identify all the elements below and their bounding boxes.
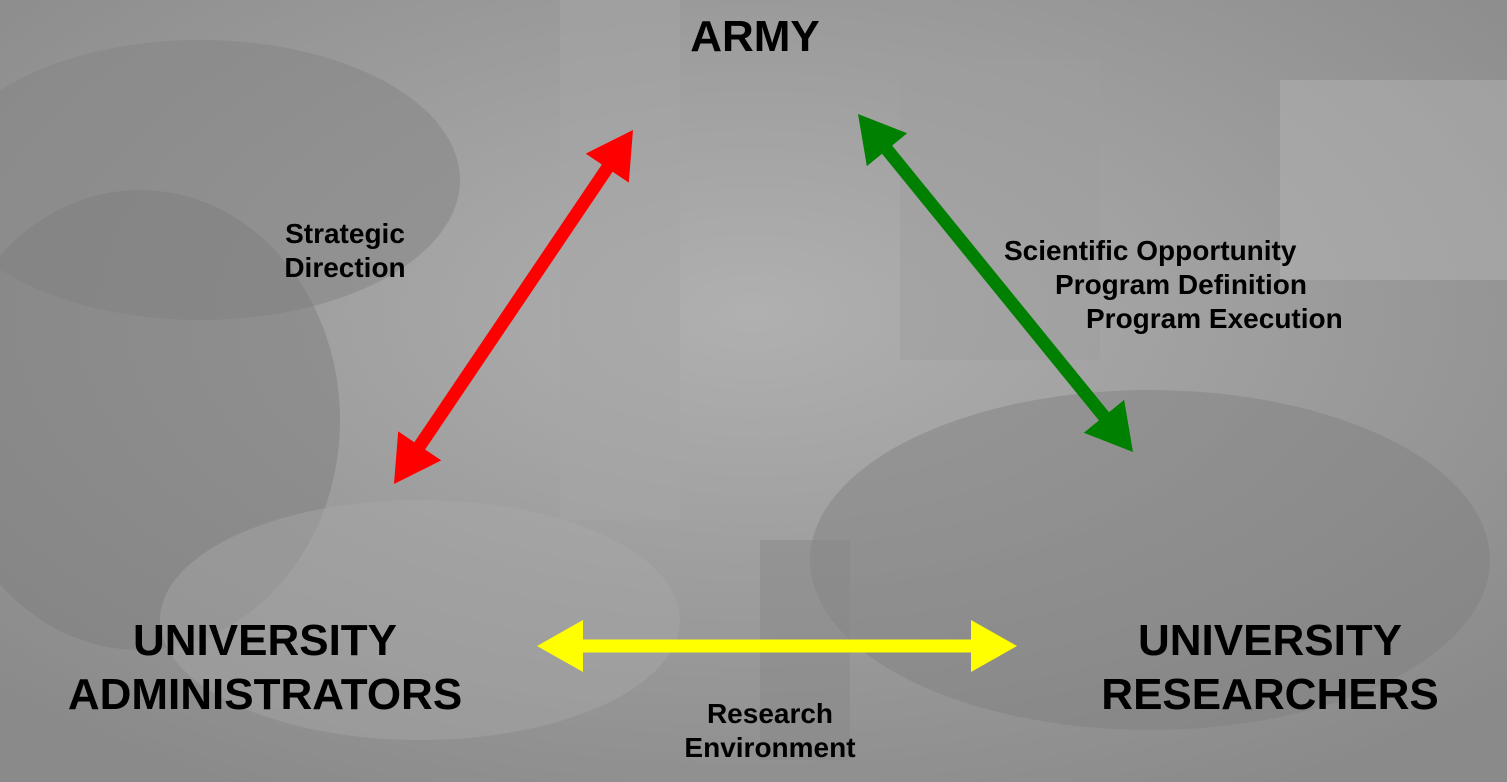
researchers-line-2: RESEARCHERS xyxy=(1101,669,1439,719)
university-researchers-node: UNIVERSITY RESEARCHERS xyxy=(1040,614,1500,721)
scientific-line-3: Program Execution xyxy=(1086,303,1343,335)
strategic-line-2: Direction xyxy=(284,252,406,284)
researchers-line-1: UNIVERSITY xyxy=(1137,616,1403,665)
scientific-line-2: Program Definition xyxy=(1055,269,1308,301)
strategic-direction-arrow-shaft xyxy=(409,156,618,458)
university-administrators-node: UNIVERSITY ADMINISTRATORS xyxy=(0,614,530,721)
research-line-2: Environment xyxy=(684,732,856,764)
scientific-opportunity-label: Scientific Opportunity Program Definitio… xyxy=(1000,234,1480,336)
research-environment-arrow-head-start xyxy=(537,620,583,672)
strategic-direction-arrow-head-start xyxy=(585,130,633,183)
research-environment-label: Research Environment xyxy=(640,697,900,765)
scientific-opportunity-arrow-shaft xyxy=(876,138,1115,428)
research-environment-arrow-head-end xyxy=(971,620,1017,672)
strategic-direction-arrow xyxy=(394,130,633,484)
strategic-line-1: Strategic xyxy=(285,218,405,249)
scientific-line-1: Scientific Opportunity xyxy=(1004,235,1297,266)
administrators-line-2: ADMINISTRATORS xyxy=(67,669,463,719)
army-node: ARMY xyxy=(690,12,820,61)
research-line-1: Research xyxy=(706,698,834,729)
strategic-direction-label: Strategic Direction xyxy=(230,217,460,285)
administrators-line-1: UNIVERSITY xyxy=(132,616,398,665)
strategic-direction-arrow-head-end xyxy=(394,431,442,484)
scientific-opportunity-arrow xyxy=(858,114,1133,452)
scientific-opportunity-arrow-head-start xyxy=(858,114,908,167)
research-environment-arrow xyxy=(537,620,1017,672)
scientific-opportunity-arrow-head-end xyxy=(1083,399,1133,452)
